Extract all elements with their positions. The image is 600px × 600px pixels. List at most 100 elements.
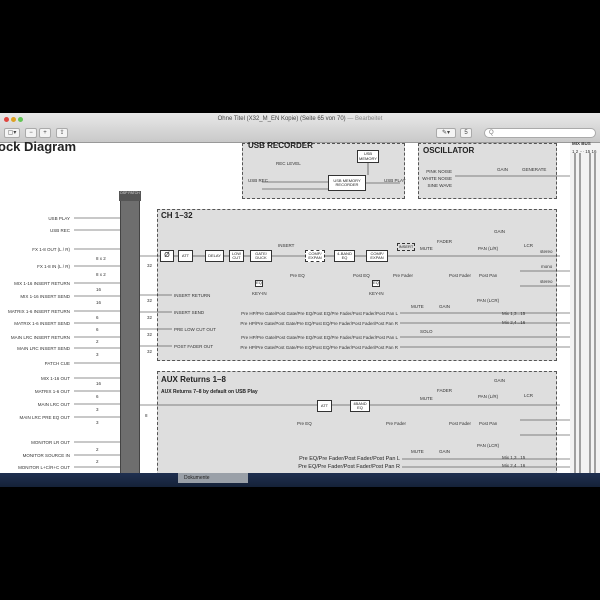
- gate-duck-block: GATE/ DUCK: [250, 250, 272, 262]
- channel-title: CH 1–32: [161, 211, 193, 220]
- io-label: MIX 1-16 INSERT RETURN: [14, 281, 70, 286]
- pan-lr-label: PAN (L/R): [478, 246, 499, 251]
- aux-title: AUX Returns 1–8: [161, 375, 226, 384]
- fader-label: FADER: [437, 239, 453, 244]
- usb-play-label: USB PLAY: [384, 178, 406, 183]
- aux-gain-label: GAIN: [494, 378, 506, 383]
- dock: [0, 473, 600, 487]
- share-button[interactable]: ⇪: [56, 128, 68, 138]
- bus-count: 2: [96, 447, 99, 452]
- osc-generate-label: GENERATE: [522, 167, 547, 172]
- osc-gain-label: GAIN: [497, 167, 509, 172]
- dsp-patch-label: DSP PATCH: [119, 191, 141, 201]
- io-label: MATRIX 1-6 INSERT SEND: [14, 321, 70, 326]
- usb-memory-recorder-block: USB MEMORY RECORDER: [328, 175, 366, 191]
- zoom-in-button[interactable]: +: [39, 128, 51, 138]
- stereo-label: stereo: [540, 249, 553, 254]
- pan-gain-label: GAIN: [494, 229, 506, 234]
- oscillator-title: OSCILLATOR: [423, 146, 475, 155]
- insert-post-block: INSERT: [397, 243, 415, 251]
- send-mute-label: MUTE: [411, 304, 424, 309]
- aux-post-pan-label: Post Pan: [479, 421, 498, 426]
- sidebar-toggle-button[interactable]: ▢▾: [4, 128, 20, 138]
- zoom-out-button[interactable]: −: [25, 128, 37, 138]
- io-label: MAIN LRC PRE EQ OUT: [19, 415, 70, 420]
- low-cut-block: LOW CUT: [229, 250, 244, 262]
- ch-count: 32: [147, 263, 153, 268]
- usb-recorder-title: USB RECORDER: [248, 141, 313, 150]
- aux-send-mute-label: MUTE: [411, 449, 424, 454]
- aux-count: 8: [145, 413, 148, 418]
- io-label: PATCH CUE: [44, 361, 70, 366]
- aux-pre-eq-label: Pre EQ: [297, 421, 312, 426]
- annotate-button[interactable]: ✎▾: [436, 128, 456, 138]
- io-label: USB REC: [49, 228, 70, 233]
- aux-subtitle: AUX Returns 7–8 by default on USB Play: [161, 389, 258, 395]
- aux-returns-section: [157, 371, 557, 473]
- usb-rec-label: USB REC: [248, 178, 269, 183]
- zoom-button[interactable]: [18, 117, 23, 122]
- aux-post-fader-label: Post Fader: [449, 421, 472, 426]
- preview-window: Ohne Titel (X32_M_EN Kopie) (Seite 65 vo…: [0, 113, 600, 473]
- signal-count: 32: [147, 298, 153, 303]
- channel-send-label: Pre HP/Pre Gate/Post Gate/Pre EQ/Post EQ…: [240, 321, 398, 326]
- io-label: MONITOR L+C/R+C OUT: [18, 465, 70, 470]
- page-button[interactable]: 5: [460, 128, 472, 138]
- send-gain-label: GAIN: [439, 304, 451, 309]
- io-label: MAIN LRC OUT: [37, 402, 70, 407]
- white-noise-label: WHITE NOISE: [422, 176, 452, 181]
- io-label: MIX 1-16 INSERT SEND: [20, 294, 70, 299]
- post-pan-label: Post Pan: [479, 273, 498, 278]
- mono-label: mono: [541, 264, 553, 269]
- key-eq-block-2: EQ: [372, 280, 380, 287]
- bus-count: 2: [96, 459, 99, 464]
- delay-block: DELAY: [205, 250, 224, 262]
- stereo-label-2: stereo: [540, 279, 553, 284]
- io-label: MONITOR SOURCE IN: [22, 453, 70, 458]
- dock-item-dokumente[interactable]: Dokumente: [178, 473, 248, 483]
- io-label: FX 1-8 IN (L / R): [37, 264, 70, 269]
- bus-count: 3: [96, 352, 99, 357]
- search-field[interactable]: Q: [484, 128, 596, 138]
- window-title: Ohne Titel (X32_M_EN Kopie) (Seite 65 vo…: [0, 116, 600, 122]
- channel-signal-label: PRE LOW CUT OUT: [174, 327, 216, 332]
- bus-count: 8 x 2: [96, 272, 106, 277]
- insert-label: INSERT: [278, 243, 295, 248]
- comp-expan-pre-block: COMP/ EXPAN: [305, 250, 325, 262]
- bus-count: 3: [96, 407, 99, 412]
- io-label: MAIN LRC INSERT SEND: [17, 346, 70, 351]
- channel-send-label: Pre HP/Pre Gate/Post Gate/Pre EQ/Post EQ…: [241, 311, 398, 316]
- channel-signal-label: POST FADER OUT: [174, 344, 214, 349]
- aux-send-r: Pre EQ/Pre Fader/Post Fader/Post Pan R: [298, 464, 400, 470]
- aux-mix-even-label: Mix 2,4...16: [502, 463, 526, 468]
- io-label: MATRIX 1-6 INSERT RETURN: [7, 309, 70, 314]
- bus-count: 8 x 2: [96, 256, 106, 261]
- bus-count: 3: [96, 420, 99, 425]
- comp-expan-block: COMP/ EXPAN: [366, 250, 388, 262]
- key-in-label-2: KEY-IN: [369, 291, 384, 296]
- channel-section: [157, 209, 557, 361]
- post-fader-label: Post Fader: [449, 273, 472, 278]
- four-band-eq-block: 4-BAND EQ: [334, 250, 355, 262]
- io-label: MONITOR LR OUT: [31, 440, 70, 445]
- phase-block: Ø: [160, 250, 174, 262]
- key-eq-block: EQ: [255, 280, 263, 287]
- minimize-button[interactable]: [11, 117, 16, 122]
- lcr-label: LCR: [524, 243, 534, 248]
- bus-count: 16: [96, 300, 102, 305]
- io-label: MIX 1-16 OUT: [40, 376, 70, 381]
- bus-count: 16: [96, 381, 102, 386]
- usb-memory-block: USB MEMORY: [357, 150, 379, 163]
- mute-label: MUTE: [420, 246, 433, 251]
- signal-count: 32: [147, 315, 153, 320]
- close-button[interactable]: [4, 117, 9, 122]
- aux-pan-lr-label: PAN (L/R): [478, 394, 499, 399]
- mix-bus-channels: 1 2 ··· 15 16: [572, 149, 597, 154]
- aux-send-l: Pre EQ/Pre Fader/Post Fader/Post Pan L: [299, 456, 400, 462]
- aux-send-gain-label: GAIN: [439, 449, 451, 454]
- aux-mix-odd-label: Mix 1,3...15: [502, 455, 526, 460]
- pre-fader-label: Pre Fader: [393, 273, 414, 278]
- bus-count: 6: [96, 315, 99, 320]
- io-label: FX 1-8 OUT (L / R): [32, 247, 70, 252]
- channel-signal-label: INSERT RETURN: [174, 293, 211, 298]
